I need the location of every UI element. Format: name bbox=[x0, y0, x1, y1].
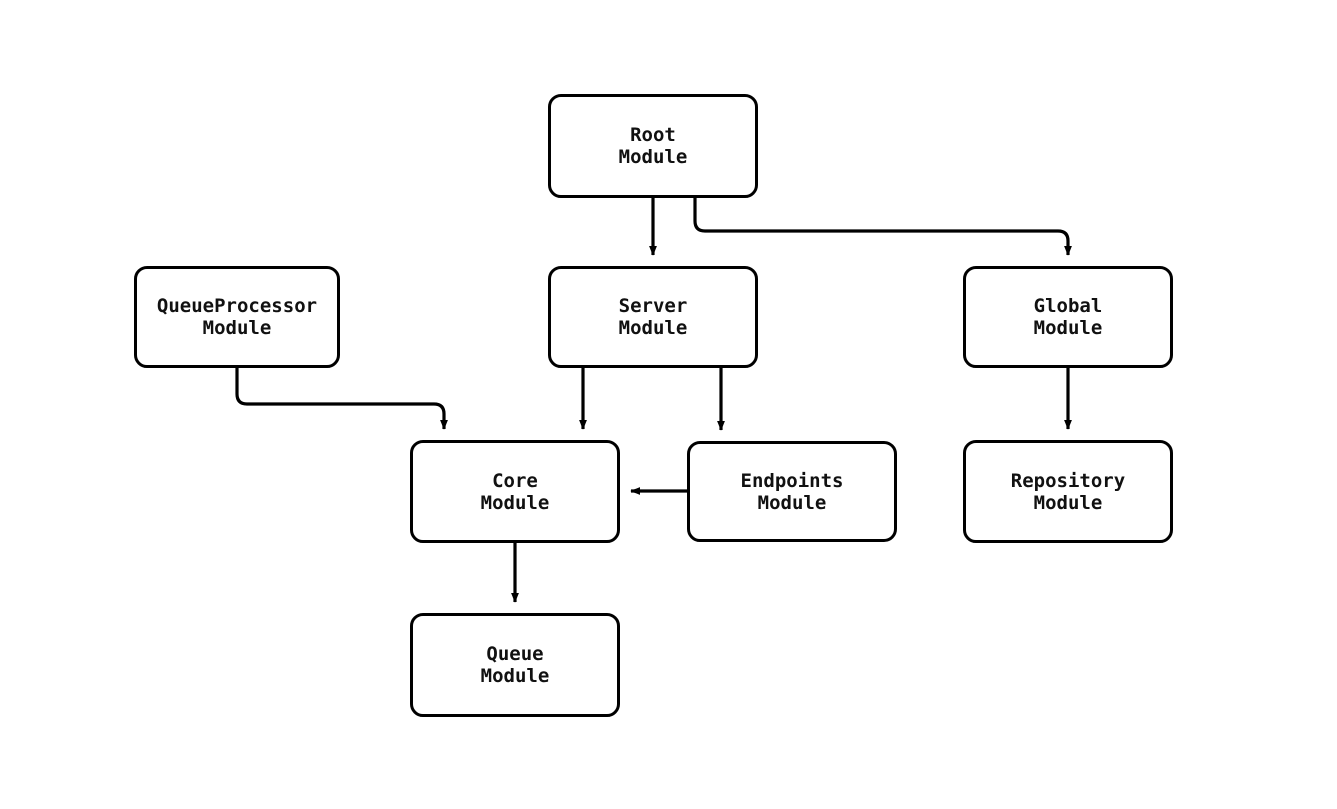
node-endpoints-module-label: Endpoints Module bbox=[740, 469, 844, 514]
edge-root-to-global bbox=[693, 198, 1072, 256]
node-repository-module-label: Repository Module bbox=[1010, 469, 1126, 514]
node-endpoints-module[interactable]: Endpoints Module bbox=[687, 441, 897, 542]
node-root-module[interactable]: Root Module bbox=[548, 94, 758, 198]
node-queueprocessor-module-label: QueueProcessor Module bbox=[156, 295, 318, 339]
node-root-module-label: Root Module bbox=[618, 124, 688, 168]
node-repository-module[interactable]: Repository Module bbox=[963, 440, 1173, 543]
node-global-module[interactable]: Global Module bbox=[963, 266, 1173, 368]
node-queueprocessor-module[interactable]: QueueProcessor Module bbox=[134, 266, 340, 368]
node-server-module-label: Server Module bbox=[618, 295, 688, 339]
node-queue-module-label: Queue Module bbox=[480, 643, 550, 687]
node-core-module[interactable]: Core Module bbox=[410, 440, 620, 543]
edge-queueprocessor-to-core bbox=[235, 368, 448, 430]
node-core-module-label: Core Module bbox=[480, 469, 550, 514]
node-queue-module[interactable]: Queue Module bbox=[410, 613, 620, 717]
node-server-module[interactable]: Server Module bbox=[548, 266, 758, 368]
node-global-module-label: Global Module bbox=[1033, 295, 1103, 339]
